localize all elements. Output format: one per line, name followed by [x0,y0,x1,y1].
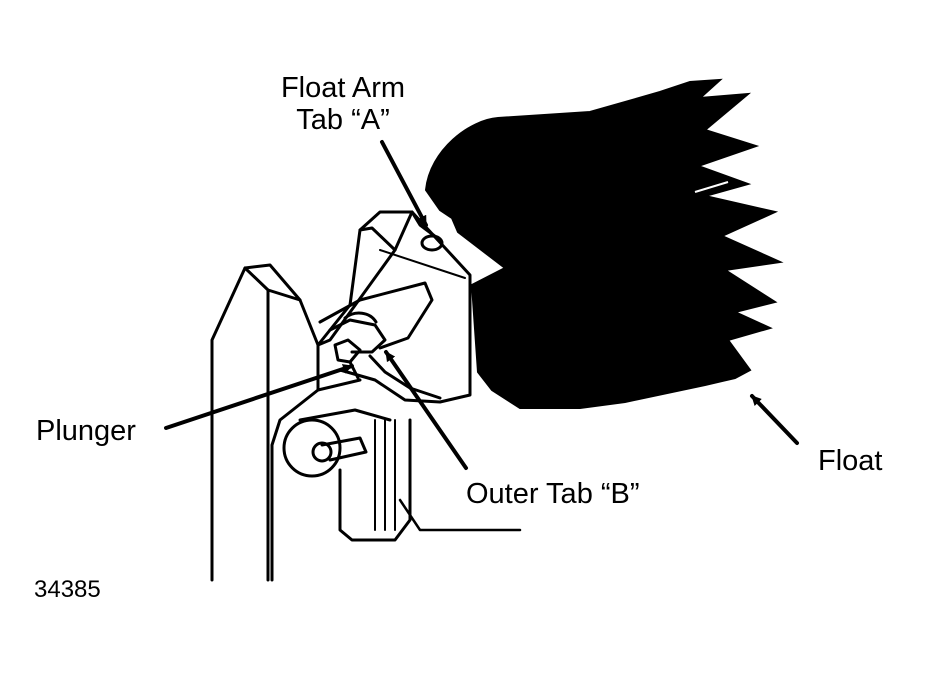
float-label: Float [818,445,883,477]
pivot-pin [282,408,392,478]
float-arm-tab-label-line1: Float Arm [280,72,406,104]
float [424,78,784,409]
float-arrow [750,394,799,445]
float-arm-bracket [316,210,472,404]
float-arm-tab-arrow [380,140,428,227]
outer-tab-label: Outer Tab “B” [466,478,640,510]
float-arm-tab-label: Float Arm Tab “A” [258,72,428,136]
carburetor-body [210,263,320,582]
plunger-label: Plunger [36,415,136,447]
outer-tab-arrow [384,350,468,470]
needle-seat [338,418,522,542]
figure-id: 34385 [34,576,101,603]
float-arm-tab-label-line2: Tab “A” [296,104,390,136]
plunger-arrow [164,364,354,430]
